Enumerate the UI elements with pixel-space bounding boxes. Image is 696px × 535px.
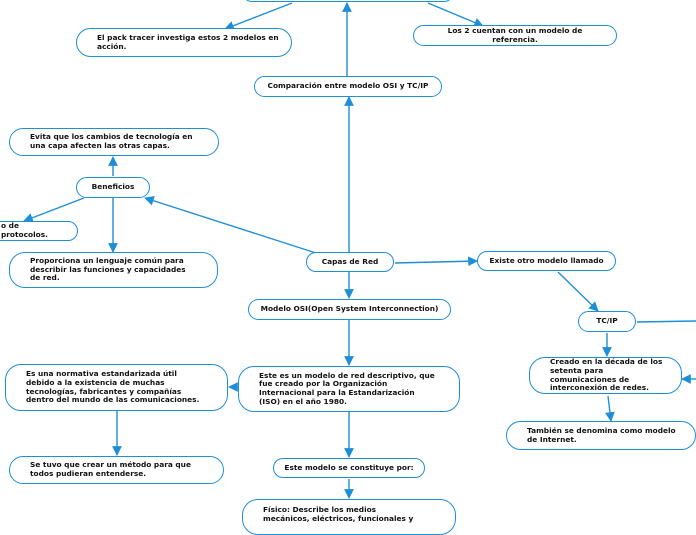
top-node-edge[interactable] (242, 0, 454, 2)
connector-tcip-to-right (636, 320, 696, 323)
node-proporciona[interactable]: Proporciona un lenguaje común para descr… (9, 252, 218, 288)
node-tambien[interactable]: También se denomina como modelo de Inter… (506, 421, 696, 450)
node-protocolos[interactable]: o de protocolos. (0, 221, 78, 241)
node-normativa[interactable]: Es una normativa estandarizada útil debi… (5, 364, 228, 411)
node-tcip[interactable]: TC/IP (578, 311, 636, 332)
node-metodo[interactable]: Se tuvo que crear un método para que tod… (9, 456, 224, 484)
connector-existe-to-tcip (557, 271, 599, 312)
node-fisico[interactable]: Físico: Describe los medios mecánicos, e… (242, 499, 456, 535)
connector-creado-to-tambien (605, 395, 615, 422)
connector-capas-to-existe (394, 256, 478, 267)
node-evita[interactable]: Evita que los cambios de tecnología en u… (9, 128, 219, 156)
node-descriptivo[interactable]: Este es un modelo de red descriptivo, qu… (238, 366, 460, 412)
node-pack-tracer[interactable]: El pack tracer investiga estos 2 modelos… (76, 28, 292, 57)
connector-layer (23, 2, 696, 499)
connector-beneficios-to-protocolos (23, 197, 85, 223)
node-modelo-osi[interactable]: Modelo OSI(Open System Interconnection) (248, 299, 451, 320)
node-comparacion[interactable]: Comparación entre modelo OSI y TC/IP (254, 76, 442, 97)
node-beneficios[interactable]: Beneficios (76, 177, 150, 198)
connector-top-to-dos-cuentan (427, 2, 484, 28)
node-constituye[interactable]: Este modelo se constituye por: (273, 458, 425, 478)
node-capas-de-red[interactable]: Capas de Red (306, 252, 394, 272)
connector-top-to-pack-tracer (224, 2, 293, 31)
node-creado-decada[interactable]: Creado en la década de los setenta para … (529, 357, 682, 394)
node-existe-otro[interactable]: Existe otro modelo llamado (477, 251, 616, 271)
node-dos-cuentan[interactable]: Los 2 cuentan con un modelo de referenci… (413, 25, 617, 46)
connector-capas-to-beneficios (144, 196, 317, 254)
